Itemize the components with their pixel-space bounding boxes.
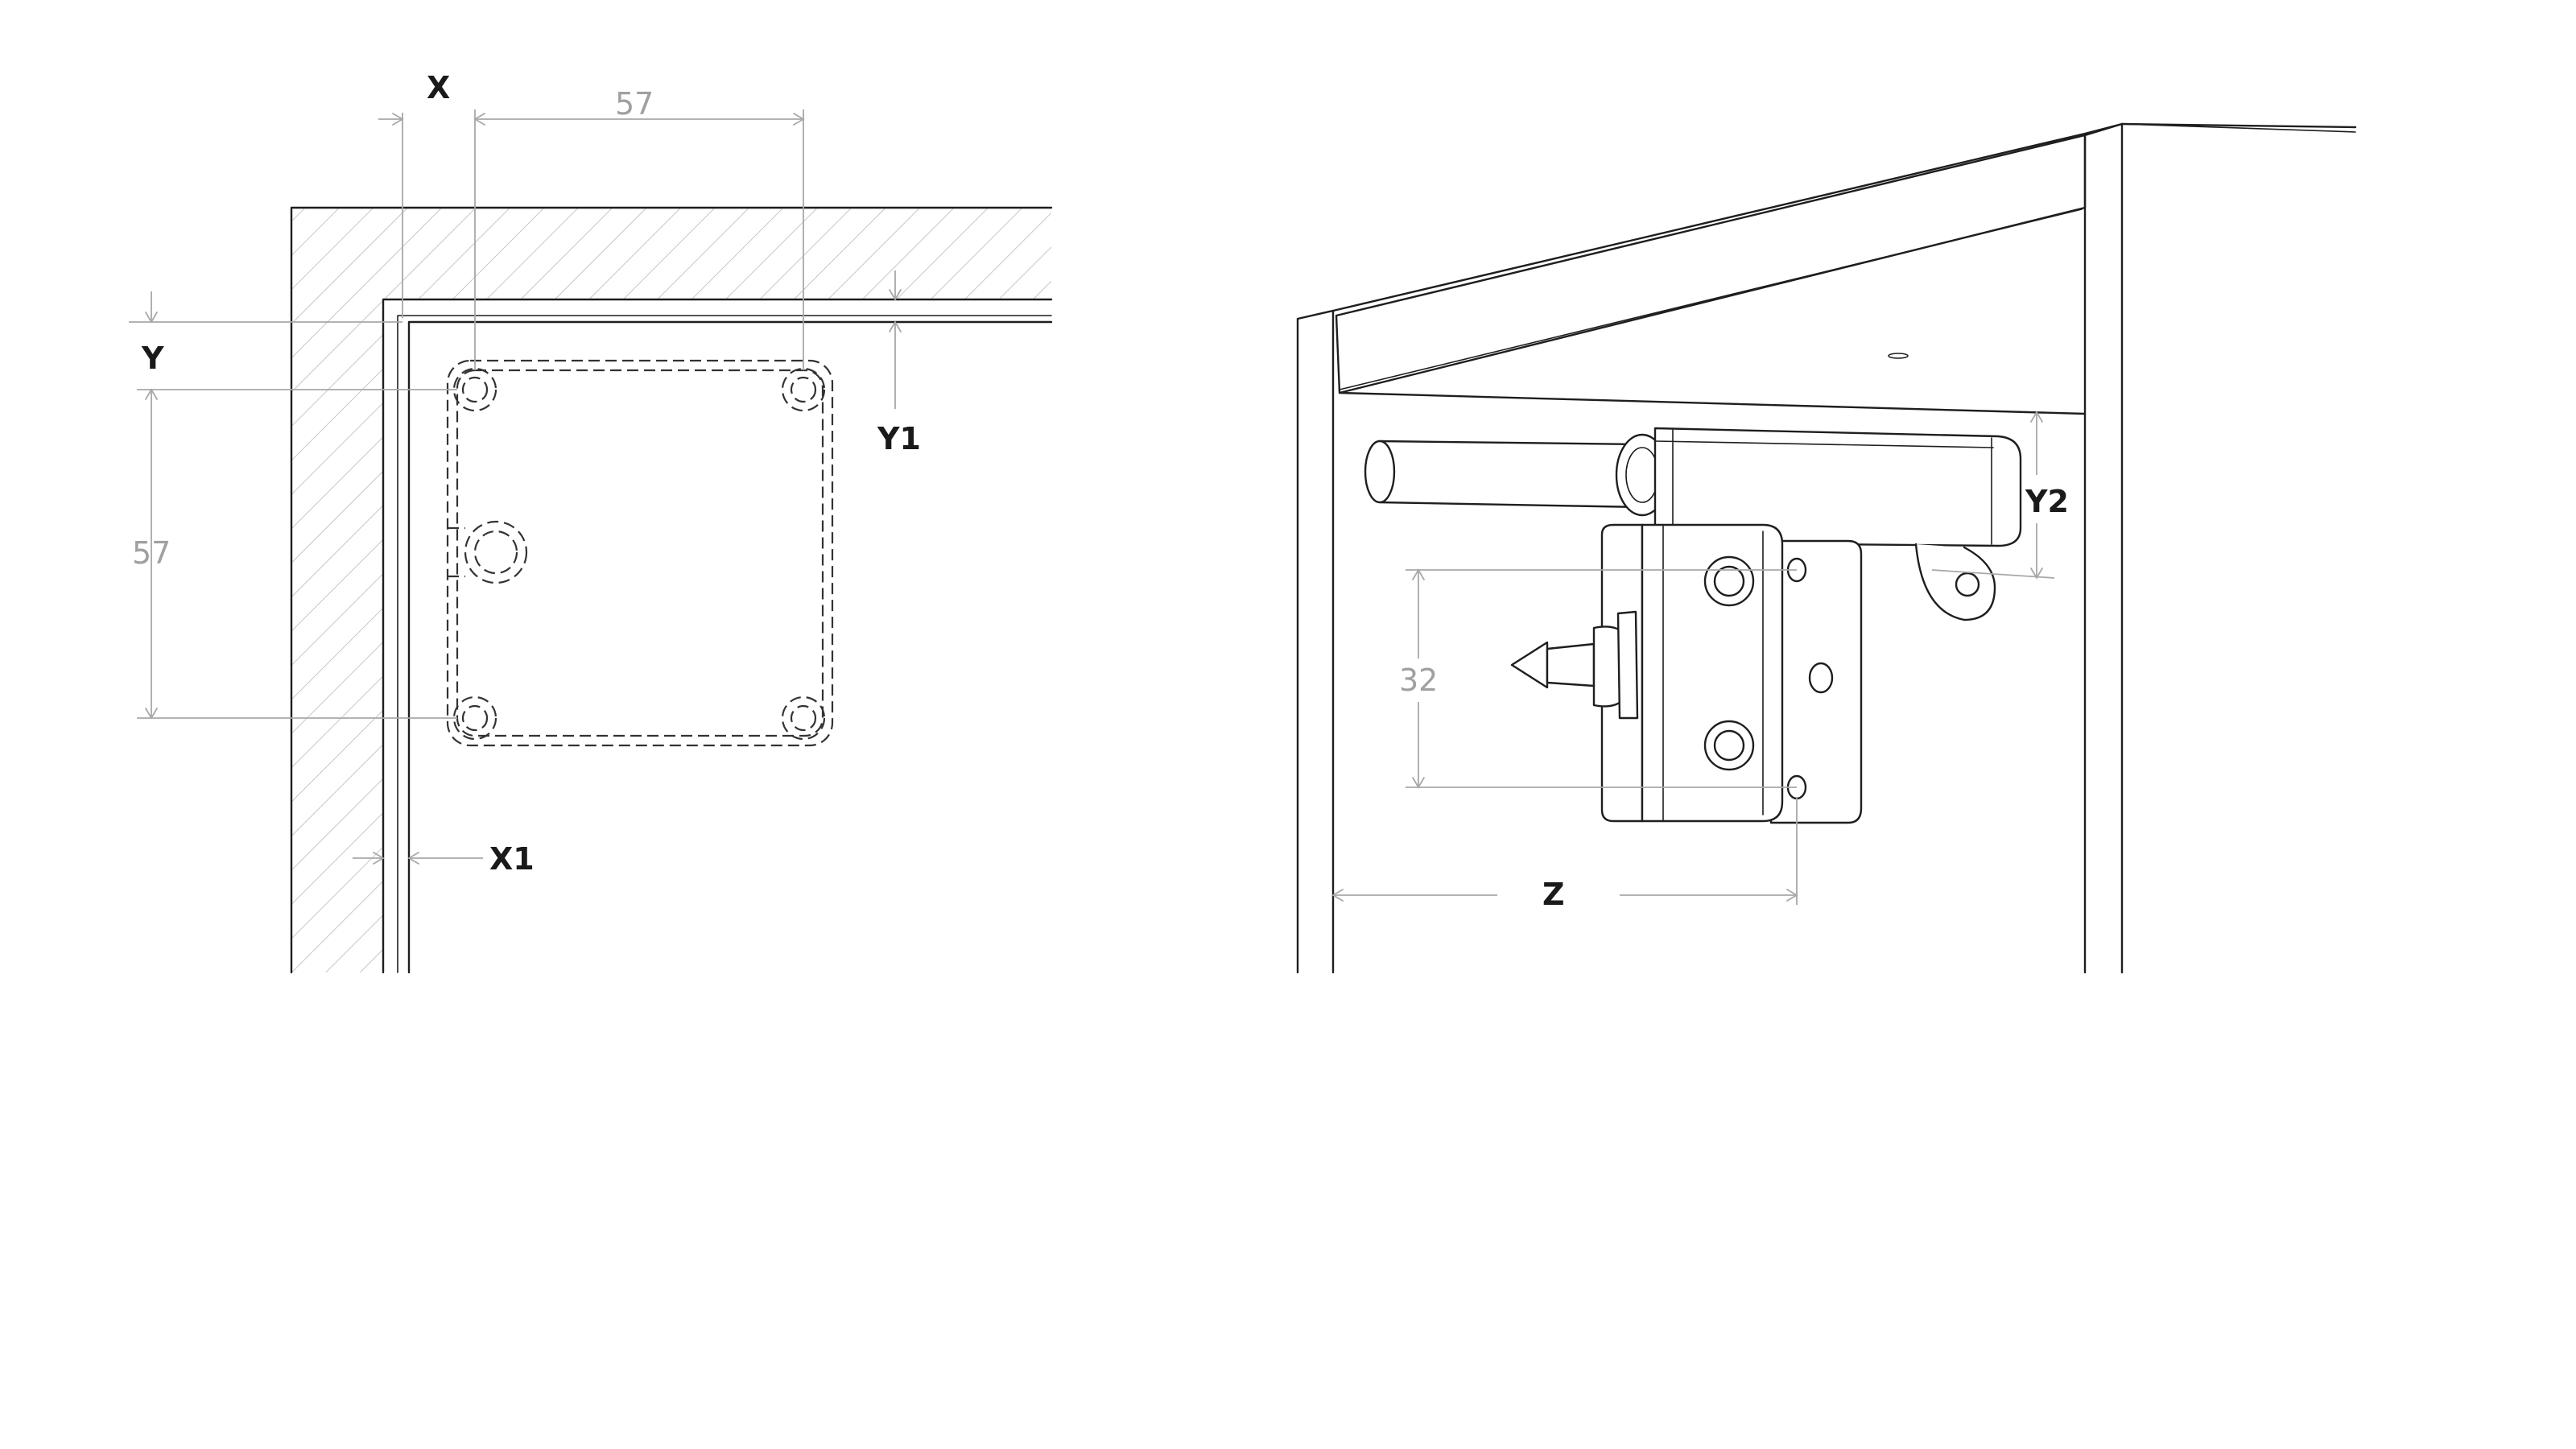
screw-hole-bottom-right-inner <box>790 704 817 732</box>
label-dim-57-vertical: 57 <box>132 535 171 571</box>
latch-pin-outline-inner <box>473 530 518 575</box>
housing-screw-top <box>1703 555 1755 607</box>
housing-front-edge <box>1662 524 1764 822</box>
label-z: Z <box>1542 877 1565 912</box>
push-latch <box>1364 427 2022 621</box>
cabinet-top-back <box>2121 123 2356 133</box>
screw-hole-top-left-inner <box>461 376 489 403</box>
cabinet-perspective-view: Y2 32 Z <box>1296 122 2357 974</box>
housing-front <box>1641 523 1784 823</box>
cabinet-left-wall <box>1296 309 1335 974</box>
mounting-plate-outline <box>446 359 834 747</box>
mounting-plate-outline-inner <box>456 369 824 737</box>
label-y2: Y2 <box>2025 484 2069 519</box>
housing-back-plate <box>1769 539 1863 824</box>
latch-bracket-ear <box>1914 543 1996 621</box>
dimension-lines-right <box>1331 411 2055 905</box>
label-x1: X1 <box>489 841 535 877</box>
striker-clip <box>1616 610 1639 720</box>
latch-rod <box>1378 440 1644 509</box>
striker-pin-cone <box>1510 641 1549 689</box>
label-y: Y <box>141 341 164 376</box>
cabinet-top-panel <box>1331 122 2357 312</box>
housing-screw-top-inner <box>1713 565 1745 597</box>
latch-housing <box>1510 523 1863 824</box>
inner-surface-line <box>407 320 1053 974</box>
housing-screw-bottom <box>1703 720 1755 771</box>
label-dim-57-horizontal: 57 <box>615 86 654 122</box>
cabinet-ceiling-line <box>1338 391 2087 415</box>
label-dim-32: 32 <box>1399 663 1438 698</box>
screw-hole-top-right-inner <box>790 376 817 403</box>
striker-pin-shaft <box>1546 642 1596 687</box>
ceiling-hole <box>1888 353 1909 359</box>
label-y1: Y1 <box>877 421 921 456</box>
housing-screw-bottom-inner <box>1713 729 1745 762</box>
latch-rod-end <box>1364 440 1396 504</box>
screw-hole-top-right <box>781 367 826 412</box>
latch-body <box>1653 427 2022 547</box>
side-panel-hatch <box>291 208 383 972</box>
latch-pin-outline <box>464 520 528 584</box>
screw-hole-bottom-left <box>452 696 497 741</box>
latch-pin-shaft <box>448 526 465 578</box>
bracket-screw-hole <box>1955 572 1980 597</box>
plate-hole-mid <box>1808 662 1834 694</box>
top-panel-hatch <box>383 208 1051 299</box>
screw-hole-bottom-right <box>781 696 826 741</box>
cabinet-right-wall <box>2083 122 2124 974</box>
label-x: X <box>427 70 450 105</box>
screw-hole-top-left <box>452 367 497 412</box>
cabinet-top-edge <box>1339 208 2083 390</box>
cabinet-top-panel-front <box>1335 134 2087 394</box>
screw-holes <box>448 367 826 741</box>
screw-hole-bottom-left-inner <box>461 704 489 732</box>
dimension-lines-left <box>129 109 902 865</box>
latch-body-edge <box>1654 429 1994 545</box>
inner-surface-line-2 <box>397 315 1052 973</box>
corner-section-view: X 57 Y 57 Y1 X1 <box>129 70 1053 974</box>
